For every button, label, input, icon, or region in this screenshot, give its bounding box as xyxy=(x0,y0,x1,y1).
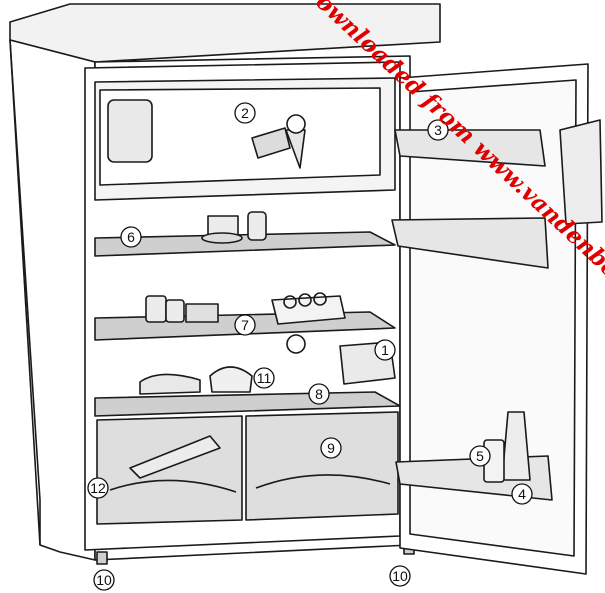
crisper-left xyxy=(97,416,242,524)
callout-4-label: 4 xyxy=(518,486,526,502)
foot-left xyxy=(97,552,107,564)
callout-12-label: 12 xyxy=(90,480,106,496)
callout-6-label: 6 xyxy=(127,229,135,245)
callout-8-label: 8 xyxy=(315,386,323,402)
control-knob xyxy=(287,335,305,353)
callout-10-left-label: 10 xyxy=(96,572,112,588)
callout-1-label: 1 xyxy=(381,342,389,358)
callout-5-label: 5 xyxy=(476,448,484,464)
shelf-8-food xyxy=(140,374,200,394)
callout-9-label: 9 xyxy=(327,440,335,456)
callout-10-right-label: 10 xyxy=(392,568,408,584)
cabinet-side xyxy=(10,40,95,560)
callout-2-label: 2 xyxy=(241,105,249,121)
freezer-latch xyxy=(108,100,152,162)
crisper-right xyxy=(246,412,398,520)
callout-11-label: 11 xyxy=(257,370,272,386)
shelf-7-food xyxy=(146,296,166,322)
callout-7-label: 7 xyxy=(241,317,249,333)
